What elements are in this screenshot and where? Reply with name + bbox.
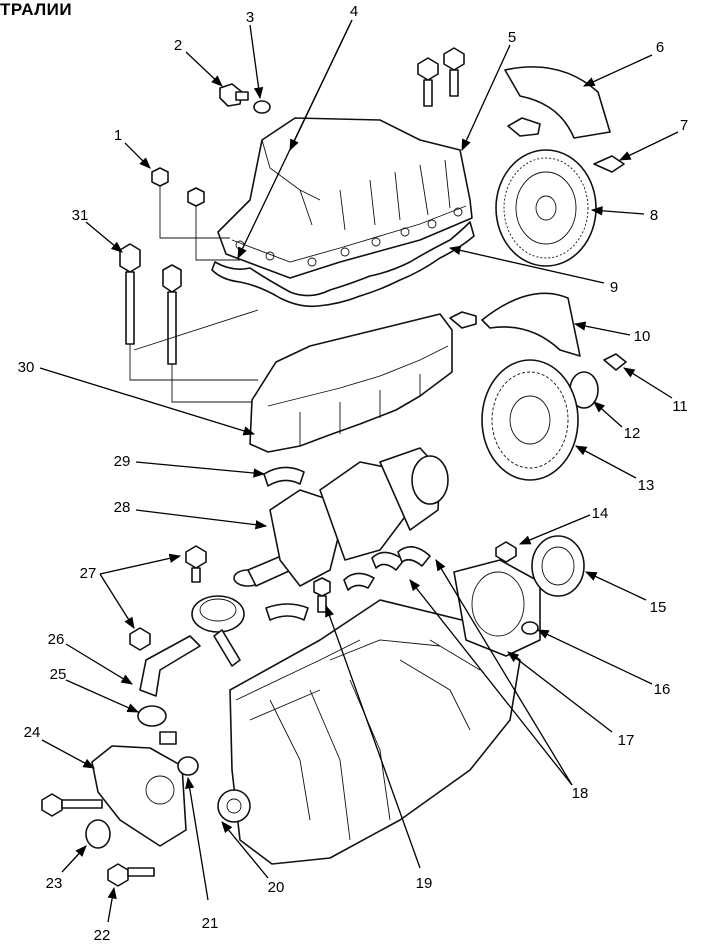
callout-2: 2 bbox=[174, 37, 182, 54]
callout-23: 23 bbox=[46, 875, 63, 892]
callout-30: 30 bbox=[18, 359, 35, 376]
oil-pan-gasket bbox=[211, 221, 475, 308]
callout-3: 3 bbox=[246, 9, 254, 26]
seal-housing-gasket bbox=[521, 621, 539, 635]
callout-12: 12 bbox=[624, 425, 641, 442]
flywheel-cover-lower bbox=[449, 292, 581, 357]
oil-pan bbox=[217, 117, 473, 279]
callout-25: 25 bbox=[50, 666, 67, 683]
callout-19: 19 bbox=[416, 875, 433, 892]
crank-seal bbox=[85, 819, 111, 849]
callout-7: 7 bbox=[680, 117, 688, 134]
callout-5: 5 bbox=[508, 29, 516, 46]
callout-18: 18 bbox=[572, 785, 589, 802]
callout-9: 9 bbox=[610, 279, 618, 296]
callout-20: 20 bbox=[268, 879, 285, 896]
lower-bearing-shells bbox=[265, 546, 431, 621]
block-bolt bbox=[313, 577, 331, 613]
callout-29: 29 bbox=[114, 453, 131, 470]
pickup-bolts bbox=[129, 545, 207, 651]
callout-11: 11 bbox=[672, 398, 688, 415]
cylinder-block bbox=[217, 599, 521, 865]
bolt bbox=[603, 353, 627, 371]
callout-labels: 1 2 3 4 5 6 7 8 9 10 11 12 13 14 15 16 1… bbox=[18, 3, 689, 944]
clutch-disc bbox=[481, 359, 579, 481]
flywheel bbox=[495, 149, 597, 267]
diagram-title: ТРАЛИИ bbox=[0, 0, 73, 19]
flywheel-bolt bbox=[593, 155, 625, 173]
pump-bolt bbox=[107, 863, 155, 887]
callout-26: 26 bbox=[48, 631, 65, 648]
nut bbox=[151, 167, 169, 187]
callout-28: 28 bbox=[114, 499, 131, 516]
callout-6: 6 bbox=[656, 39, 664, 56]
callout-4: 4 bbox=[350, 3, 358, 20]
oil-pickup bbox=[139, 595, 245, 697]
main-bearing-girdle bbox=[249, 313, 453, 453]
rear-seal-housing bbox=[453, 559, 541, 657]
callout-17: 17 bbox=[618, 732, 635, 749]
bearing-shell bbox=[263, 466, 305, 487]
oil-pump bbox=[41, 745, 187, 847]
dowel-pin bbox=[159, 731, 177, 745]
rear-main-seal bbox=[531, 535, 585, 597]
callout-10: 10 bbox=[634, 328, 651, 345]
drain-plug-washer bbox=[253, 100, 271, 114]
callout-31: 31 bbox=[72, 207, 89, 224]
seal-housing-bolt bbox=[495, 541, 517, 563]
callout-21: 21 bbox=[202, 915, 219, 932]
callout-leaders bbox=[39, 19, 679, 923]
callout-24: 24 bbox=[24, 724, 41, 741]
o-ring bbox=[177, 756, 199, 776]
crankshaft bbox=[233, 447, 449, 587]
callout-15: 15 bbox=[650, 599, 667, 616]
pickup-gasket bbox=[137, 705, 167, 727]
girdle-bolts bbox=[119, 243, 259, 403]
callout-22: 22 bbox=[94, 927, 111, 944]
callout-1: 1 bbox=[114, 127, 122, 144]
callout-27: 27 bbox=[80, 565, 97, 582]
callout-13: 13 bbox=[638, 477, 655, 494]
drain-plug bbox=[219, 83, 249, 107]
callout-16: 16 bbox=[654, 681, 671, 698]
callout-14: 14 bbox=[592, 505, 609, 522]
callout-8: 8 bbox=[650, 207, 658, 224]
upper-bolts bbox=[417, 47, 465, 107]
